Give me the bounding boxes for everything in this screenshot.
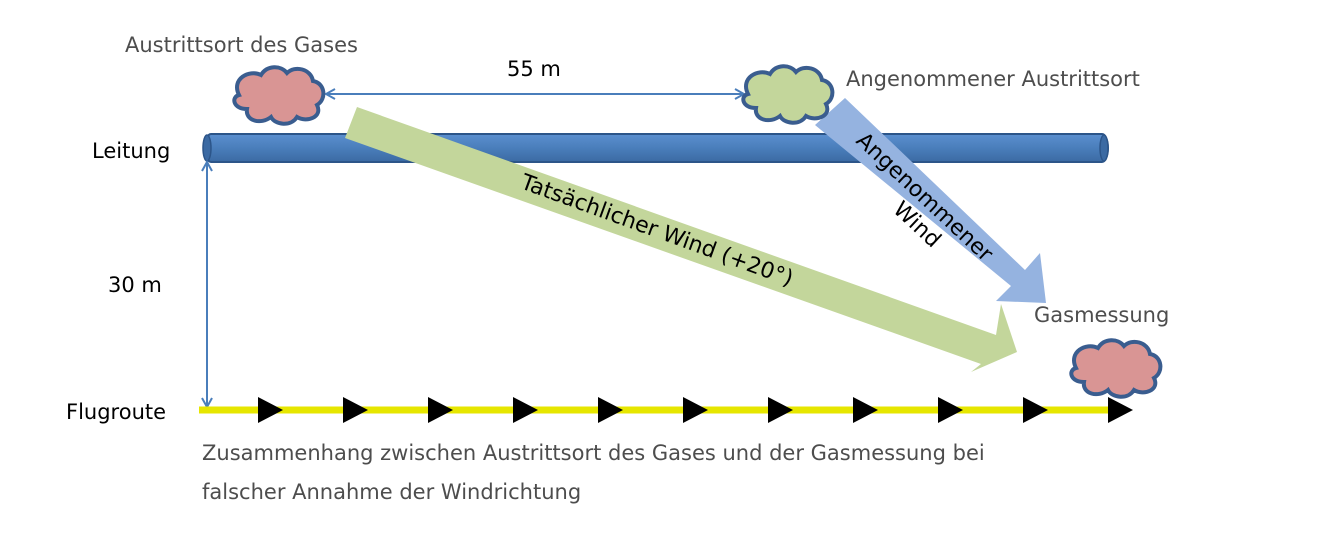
gas-cloud-icon bbox=[1069, 338, 1163, 399]
flight-route-label: Flugroute bbox=[66, 400, 167, 424]
actual-wind-arrow bbox=[345, 107, 1017, 372]
triangle-right-icon bbox=[343, 397, 368, 423]
pipeline-label: Leitung bbox=[92, 139, 171, 163]
triangle-right-icon bbox=[938, 397, 963, 423]
triangle-right-icon bbox=[853, 397, 878, 423]
source-actual-label: Austrittsort des Gases bbox=[125, 33, 358, 57]
pipeline bbox=[202, 133, 1109, 163]
assumed-wind-arrow bbox=[815, 98, 1046, 303]
caption-line-2: falscher Annahme der Windrichtung bbox=[202, 480, 582, 504]
caption-line-1: Zusammenhang zwischen Austrittsort des G… bbox=[202, 441, 985, 465]
flight-route-markers bbox=[258, 397, 1133, 423]
horizontal-distance-label: 55 m bbox=[507, 57, 561, 81]
triangle-right-icon bbox=[513, 397, 538, 423]
triangle-right-icon bbox=[428, 397, 453, 423]
vertical-distance-label: 30 m bbox=[108, 273, 162, 297]
source-assumed-label: Angenommener Austrittsort bbox=[846, 67, 1140, 91]
gas-cloud-icon bbox=[741, 64, 835, 125]
triangle-right-icon bbox=[683, 397, 708, 423]
triangle-right-icon bbox=[768, 397, 793, 423]
triangle-right-icon bbox=[1108, 397, 1133, 423]
triangle-right-icon bbox=[1023, 397, 1048, 423]
gas-cloud-icon bbox=[232, 65, 326, 126]
gas-measurement-label: Gasmessung bbox=[1034, 303, 1170, 327]
triangle-right-icon bbox=[258, 397, 283, 423]
triangle-right-icon bbox=[598, 397, 623, 423]
